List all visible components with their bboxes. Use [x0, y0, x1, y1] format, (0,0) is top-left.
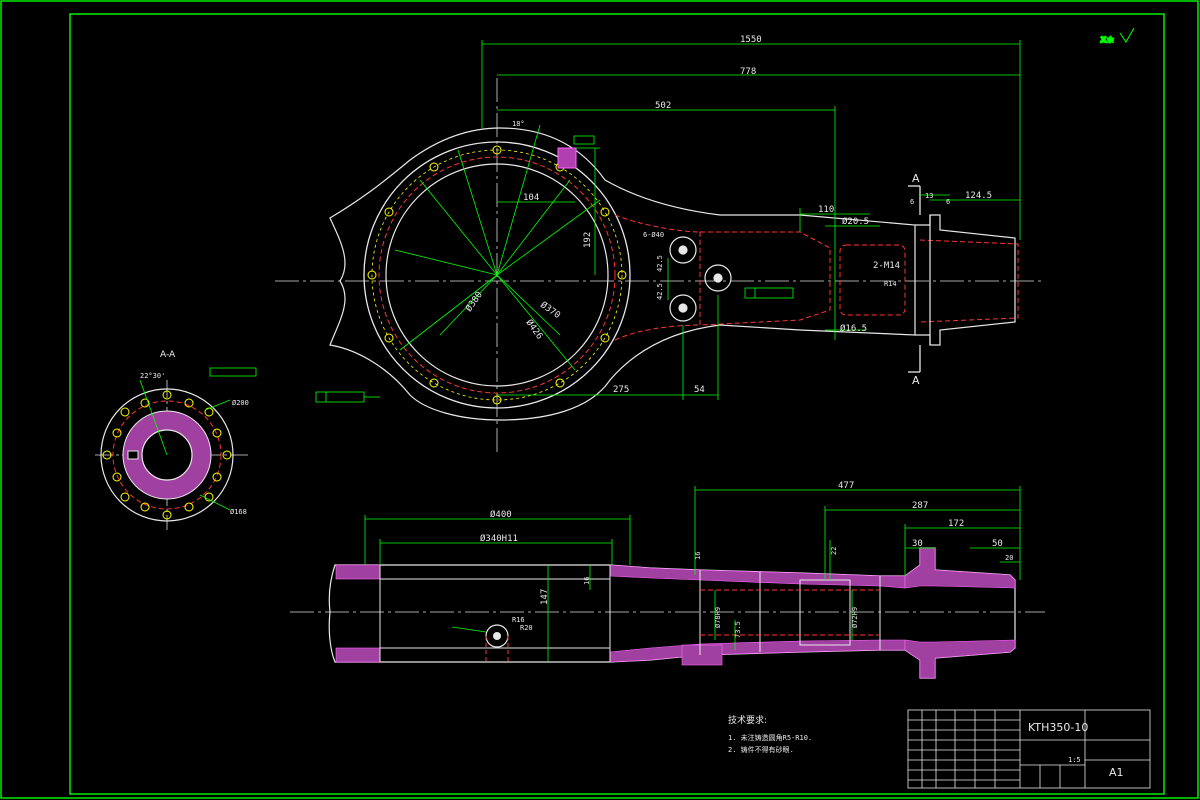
dim-phi380: Ø380: [463, 290, 484, 314]
flange-outer-aa: [100, 388, 234, 522]
section-cut-marks: [908, 185, 921, 373]
dim-172: 172: [948, 519, 964, 529]
dim-54: 54: [694, 385, 705, 395]
dim-phi16-5: Ø16.5: [840, 323, 867, 334]
dim-50: 50: [992, 539, 1003, 549]
dim-147: 147: [540, 589, 550, 605]
top-view: A A 1550 778 502: [275, 35, 1045, 455]
dim-20: 20: [1005, 554, 1013, 562]
notes-line1: 1. 未注铸造圆角R5-R10.: [728, 733, 812, 742]
arm-outline: [915, 214, 1016, 346]
dim-16a: 16: [583, 577, 591, 585]
dim-42-5b: 42.5: [656, 283, 664, 300]
svg-text:其余: 其余: [1100, 35, 1114, 44]
notes-title: 技术要求:: [728, 714, 767, 726]
lug-hatch: [557, 147, 577, 169]
dim-42-5a: 42.5: [656, 255, 664, 272]
notes-line2: 2. 铸件不得有砂眼.: [728, 745, 794, 754]
title-block: [907, 709, 1151, 789]
arm-hidden-lines: [614, 214, 1019, 341]
dim-m14: 2-M14: [873, 261, 900, 271]
drawing-number: KTH350-10: [1028, 721, 1088, 734]
bottom-dimension-lines: [364, 486, 1021, 662]
dim-r20: R20: [520, 624, 533, 632]
dim-r14: R14: [884, 280, 897, 288]
dim-6b: 6: [946, 198, 950, 206]
dim-phi20-5: Ø20.5: [842, 216, 869, 227]
flange-hidden: [378, 156, 616, 394]
housing-outline: [329, 127, 916, 421]
section-mark-top: A: [912, 172, 920, 185]
dim-phi400: Ø400: [490, 509, 512, 520]
technical-notes: 技术要求: 1. 未注铸造圆角R5-R10. 2. 铸件不得有砂眼.: [728, 714, 812, 754]
aa-phi200: Ø200: [232, 399, 249, 407]
dim-778: 778: [740, 67, 756, 77]
dim-73-5: 73.5: [734, 621, 742, 638]
aa-phi168: Ø168: [230, 508, 247, 516]
aa-bolt-holes: [102, 390, 232, 520]
section-aa-view: A-A 22°30' Ø200 Ø168: [95, 350, 257, 530]
bottom-outline: [328, 547, 1016, 679]
interior-lines: [379, 565, 881, 662]
dim-30: 30: [912, 539, 923, 549]
roughness-symbol: 其余: [1100, 27, 1135, 45]
dim-110: 110: [818, 205, 834, 215]
dim-124-5: 124.5: [965, 191, 992, 201]
dim-13: 13: [925, 192, 933, 200]
dim-287: 287: [912, 501, 928, 511]
dim-22: 22: [830, 547, 838, 555]
dim-1550: 1550: [740, 35, 762, 45]
dim-phi72: Ø72H9: [851, 607, 859, 628]
scale: 1:5: [1068, 756, 1081, 764]
bottom-view: 477 287 172 30 50 20 Ø400 Ø340H11 147 16…: [290, 481, 1045, 679]
dim-192: 192: [583, 232, 593, 248]
section-mark-bottom: A: [912, 374, 920, 387]
dim-477: 477: [838, 481, 854, 491]
bolt-holes: [367, 145, 627, 405]
dim-phi340: Ø340H11: [480, 533, 518, 544]
dim-6a: 6: [910, 198, 914, 206]
aa-angle: 22°30': [140, 372, 165, 380]
dim-16b: 16: [694, 552, 702, 560]
dim-275: 275: [613, 385, 629, 395]
flange-outer: [363, 141, 631, 409]
bore: [385, 163, 609, 387]
dim-angle-18: 18°: [512, 120, 525, 128]
section-title: A-A: [160, 350, 176, 360]
sheet-size: A1: [1109, 766, 1124, 779]
radial-dim-lines: [394, 124, 601, 371]
top-dimension-lines: [481, 40, 1021, 400]
dim-phi78: Ø78H9: [714, 607, 722, 628]
bolt-circle: [371, 149, 623, 401]
dim-502: 502: [655, 101, 671, 111]
inner-border: [69, 13, 1165, 795]
hatched-walls: [335, 547, 1016, 679]
holes-phi40: [669, 236, 732, 322]
dim-phi40: 6-Ø40: [643, 231, 664, 239]
dim-104: 104: [523, 193, 539, 203]
dim-r16: R16: [512, 616, 525, 624]
bottom-hidden-lines: [700, 589, 880, 636]
tolerance-frames: [315, 135, 794, 403]
